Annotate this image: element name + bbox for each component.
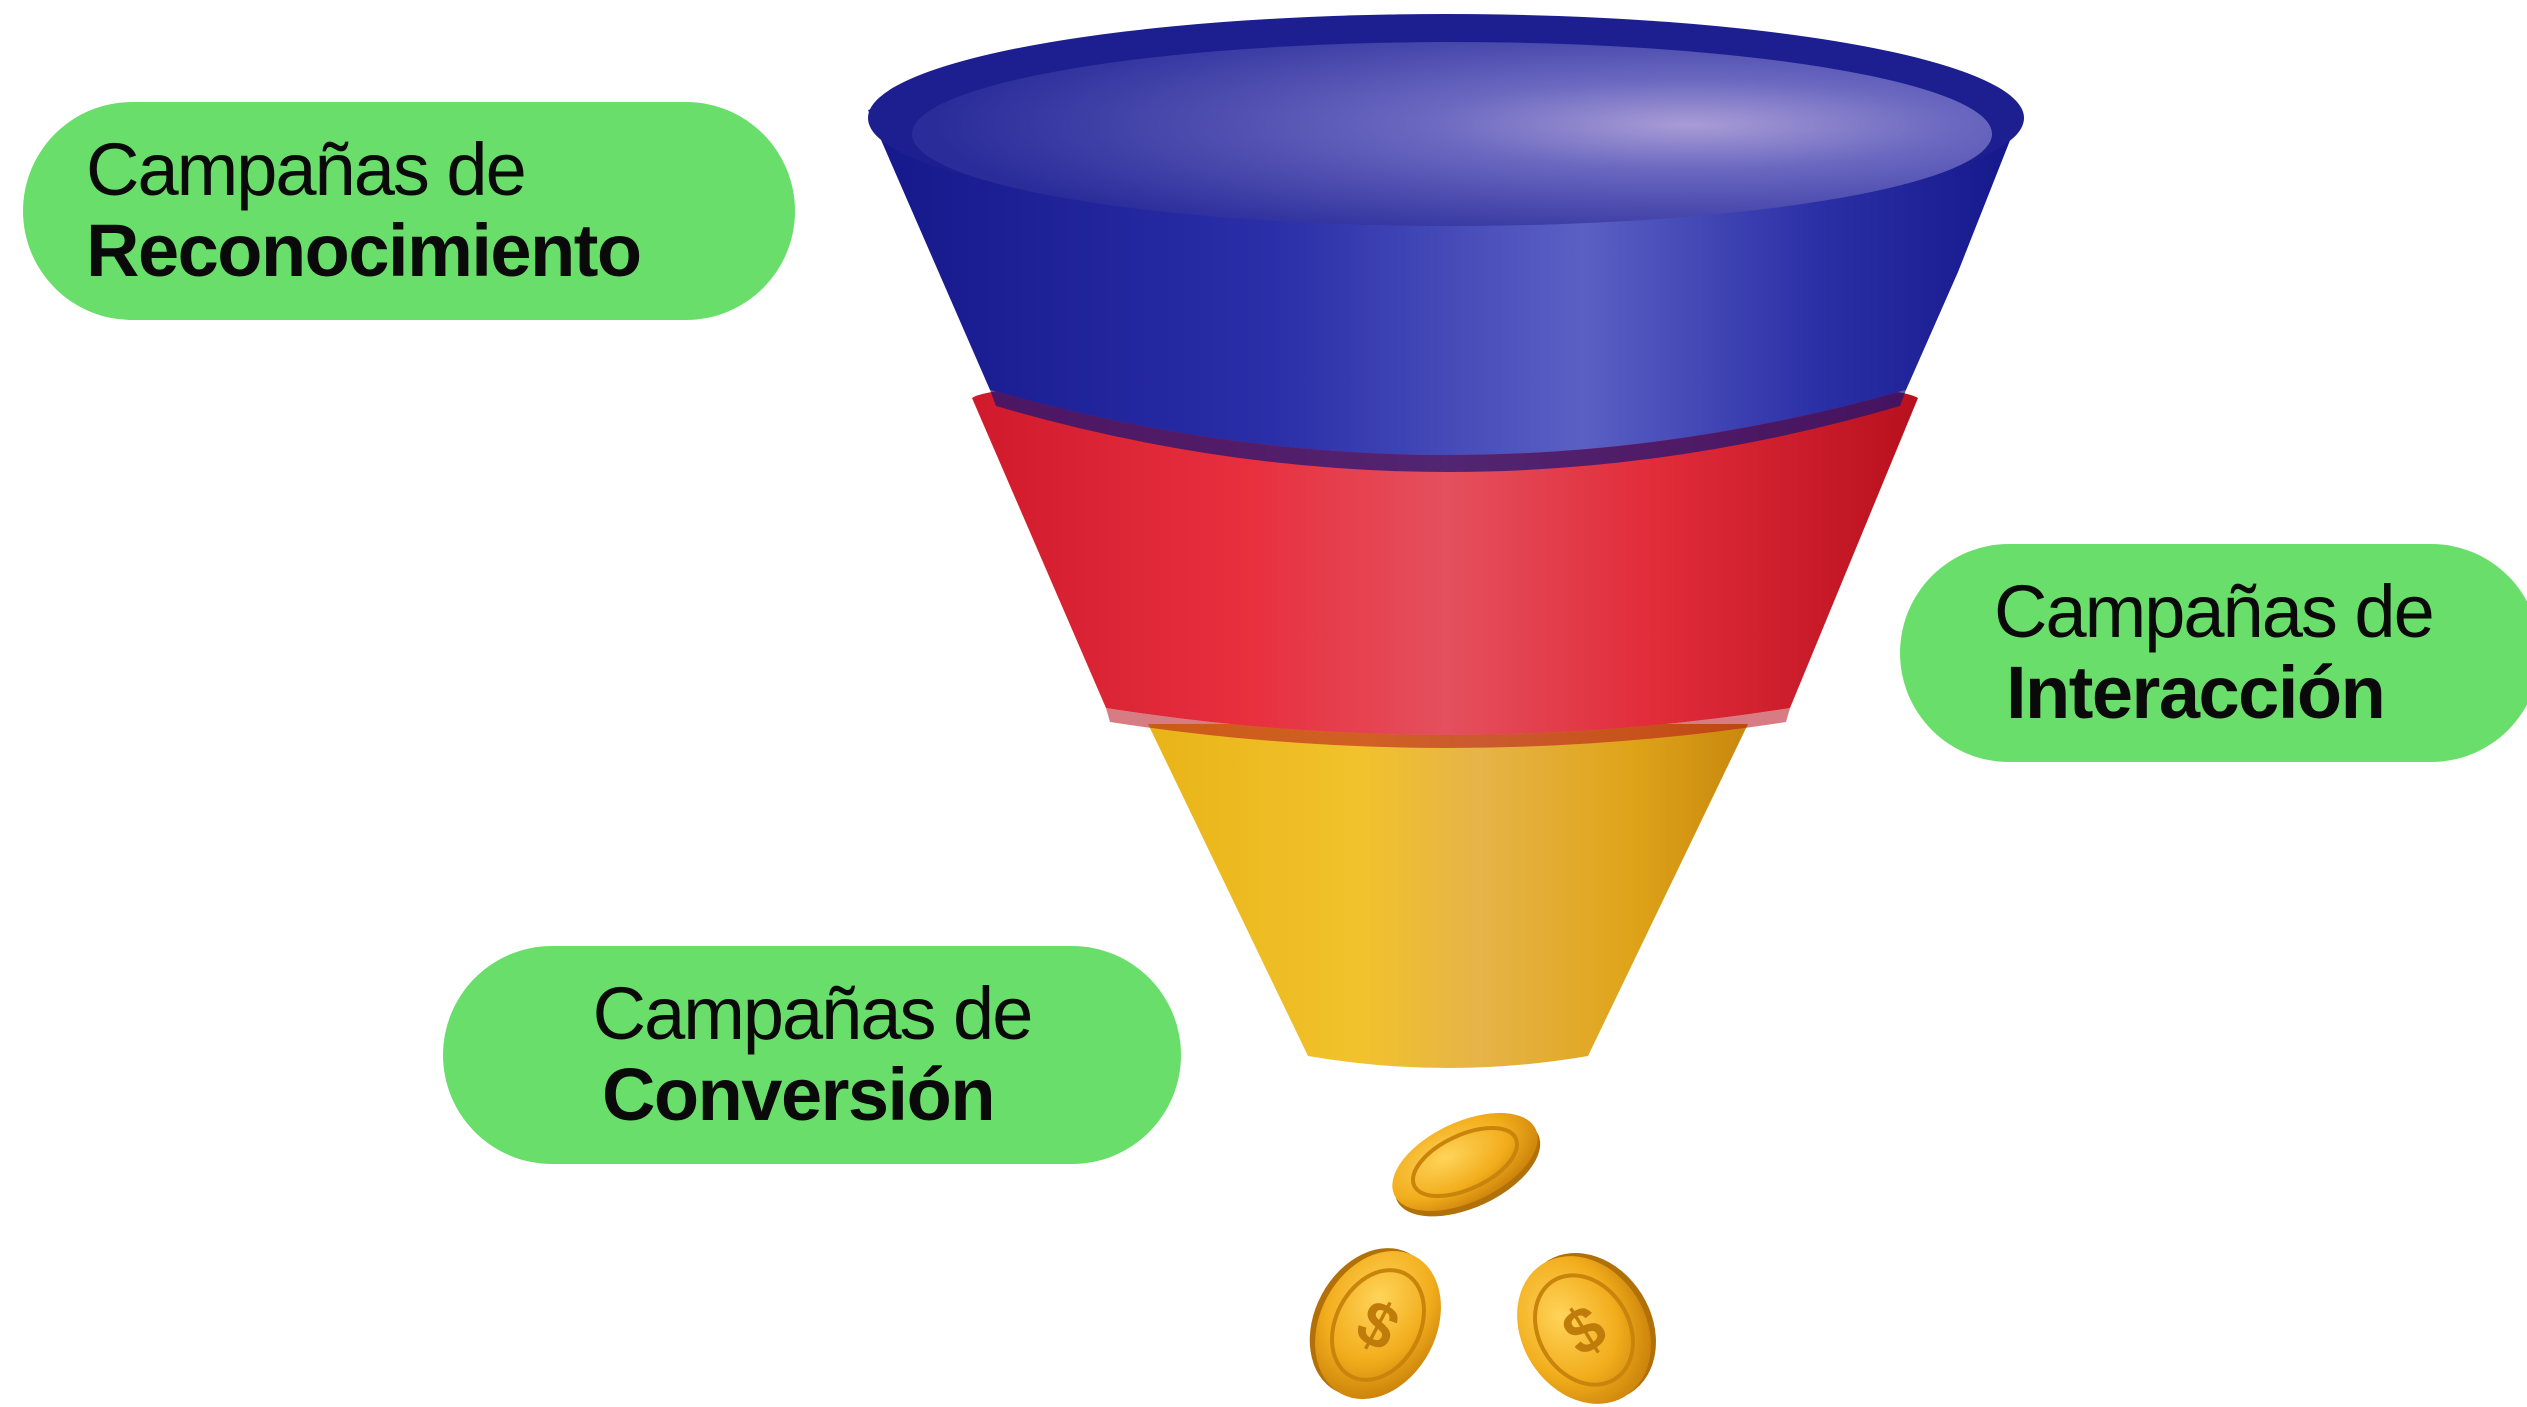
label-prefix: Campañas de [1994, 570, 2435, 653]
coin-icon: $ [1309, 1248, 1441, 1400]
label-prefix: Campañas de [86, 128, 527, 211]
funnel-section-bottom [1148, 724, 1748, 1068]
funnel-section-top [868, 14, 2024, 472]
coin-icon: $ [1517, 1252, 1656, 1404]
label-title: Reconocimiento [86, 209, 642, 292]
label-prefix: Campañas de [592, 972, 1034, 1055]
label-reconocimiento: Campañas de Reconocimiento [23, 102, 795, 320]
label-title: Conversión [601, 1053, 996, 1136]
coin-icon [1392, 1113, 1541, 1217]
label-interaccion: Campañas de Interacción [1900, 544, 2527, 762]
label-title: Interacción [2006, 651, 2386, 734]
label-conversion: Campañas de Conversión [443, 946, 1181, 1164]
funnel-section-middle [972, 378, 1918, 748]
